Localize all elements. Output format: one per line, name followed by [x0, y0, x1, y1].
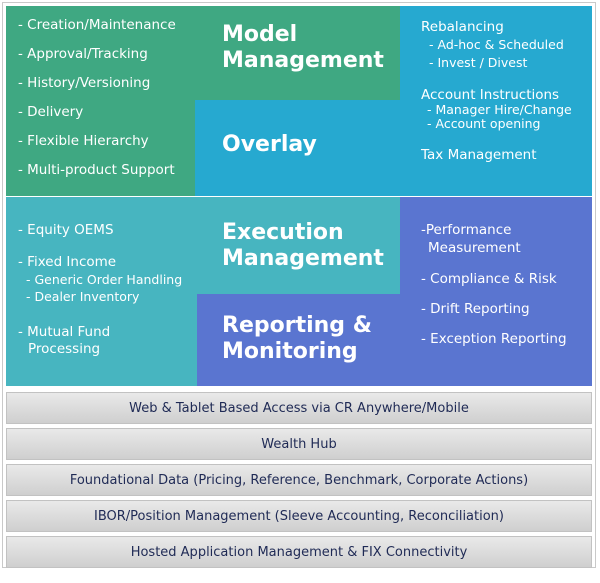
equity-oems-item: - Equity OEMS: [18, 222, 114, 238]
model-item: - Multi-product Support: [18, 162, 175, 178]
mutual-fund-item-cont: Processing: [28, 341, 101, 357]
model-item: - History/Versioning: [18, 75, 151, 91]
fixed-income-sub-item: - Dealer Inventory: [26, 289, 140, 304]
foundation-bar-wealth-hub: Wealth Hub: [6, 428, 592, 460]
model-item: - Flexible Hierarchy: [18, 133, 149, 149]
tax-management-label: Tax Management: [421, 147, 537, 163]
execution-management-title-1: Execution: [222, 220, 344, 245]
performance-item: -Performance: [421, 222, 512, 238]
model-item: - Approval/Tracking: [18, 46, 148, 62]
reporting-monitoring-panel: [197, 197, 592, 386]
reporting-monitoring-title-1: Reporting &: [222, 313, 372, 338]
fixed-income-item: - Fixed Income: [18, 254, 117, 270]
foundation-bar-ibor: IBOR/Position Management (Sleeve Account…: [6, 500, 592, 532]
model-item: - Creation/Maintenance: [18, 17, 176, 33]
execution-management-title-2: Management: [222, 246, 384, 271]
rebalancing-item: - Invest / Divest: [429, 55, 528, 70]
reporting-item: - Compliance & Risk: [421, 271, 557, 287]
model-management-panel: [6, 6, 400, 196]
performance-item-cont: Measurement: [428, 240, 521, 256]
rebalancing-item: - Ad-hoc & Scheduled: [429, 37, 564, 52]
model-management-title-2: Management: [222, 48, 384, 73]
reporting-item: - Exception Reporting: [421, 331, 567, 347]
reporting-monitoring-title-2: Monitoring: [222, 339, 358, 364]
foundation-bar-hosted-app: Hosted Application Management & FIX Conn…: [6, 536, 592, 568]
reporting-item: - Drift Reporting: [421, 301, 530, 317]
overlay-panel: [195, 6, 592, 196]
fixed-income-sub-item: - Generic Order Handling: [26, 272, 183, 287]
foundation-bar-foundational-data: Foundational Data (Pricing, Reference, B…: [6, 464, 592, 496]
account-item: - Account opening: [427, 116, 541, 131]
foundation-bar-web-access: Web & Tablet Based Access via CR Anywher…: [6, 392, 592, 424]
execution-management-panel: [6, 197, 400, 386]
overlay-title: Overlay: [222, 132, 317, 157]
account-item: - Manager Hire/Change: [427, 102, 572, 117]
account-instructions-label: Account Instructions: [421, 87, 560, 103]
model-management-title-1: Model: [222, 22, 298, 47]
rebalancing-label: Rebalancing: [421, 19, 504, 35]
model-item: - Delivery: [18, 104, 84, 120]
mutual-fund-item: - Mutual Fund: [18, 324, 111, 340]
